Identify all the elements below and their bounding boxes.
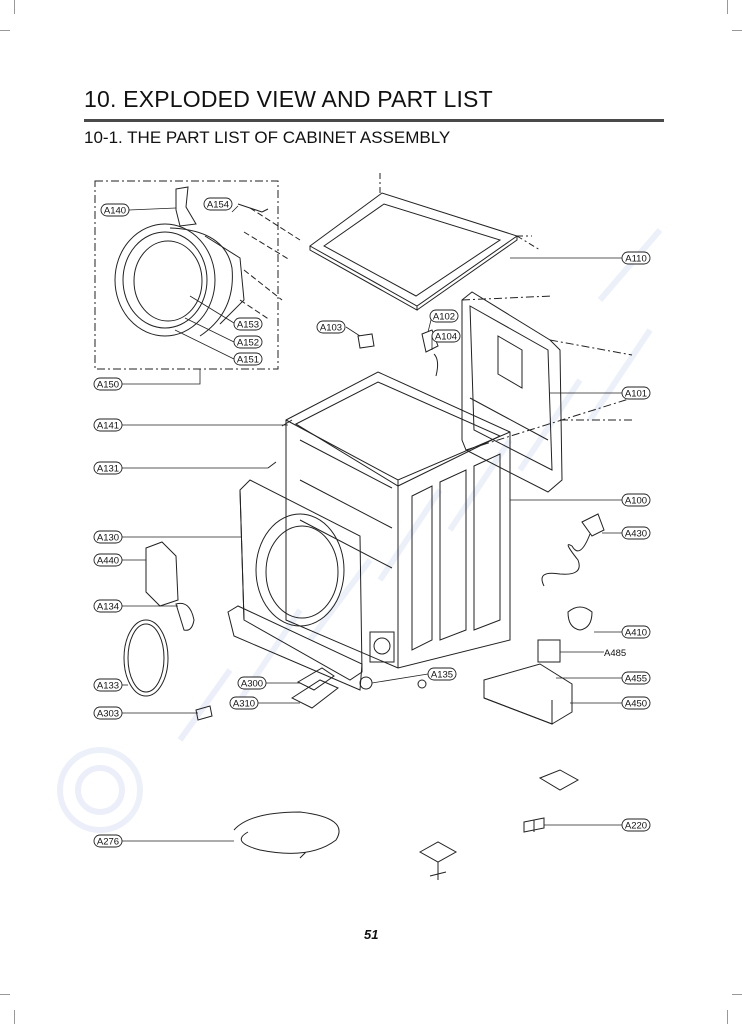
callout-a154: A154 <box>203 197 233 211</box>
svg-text:A410: A410 <box>625 628 647 639</box>
callout-a150: A150 <box>93 377 123 391</box>
inlet-hose <box>233 811 340 859</box>
callout-a440: A440 <box>93 553 123 567</box>
callout-a430: A430 <box>621 526 651 540</box>
callout-a276: A276 <box>93 834 123 848</box>
crop-mark <box>732 30 742 31</box>
crop-mark <box>14 1010 15 1024</box>
svg-text:A310: A310 <box>233 699 255 710</box>
callout-a140: A140 <box>100 203 130 217</box>
svg-text:A134: A134 <box>97 602 119 613</box>
callout-a303: A303 <box>93 706 123 720</box>
svg-text:A131: A131 <box>97 464 119 475</box>
svg-text:A150: A150 <box>97 380 119 391</box>
callout-a131: A131 <box>93 461 123 475</box>
pressure-switch <box>567 606 593 631</box>
svg-text:A103: A103 <box>320 323 342 334</box>
callout-a100: A100 <box>621 493 651 507</box>
svg-text:A455: A455 <box>625 674 647 685</box>
svg-text:A101: A101 <box>625 389 647 400</box>
callout-a300: A300 <box>237 676 267 690</box>
svg-text:A303: A303 <box>97 709 119 720</box>
crop-mark <box>727 1010 728 1024</box>
svg-text:A133: A133 <box>97 681 119 692</box>
svg-text:A110: A110 <box>625 254 646 265</box>
callout-a134: A134 <box>93 599 123 613</box>
filter-module <box>537 639 561 663</box>
callout-a151: A151 <box>233 352 263 366</box>
lower-cover <box>227 605 363 691</box>
door-lock <box>145 541 179 607</box>
callout-a455: A455 <box>621 671 651 685</box>
callout-a102: A102 <box>429 309 459 323</box>
svg-text:A430: A430 <box>625 529 647 540</box>
callout-a103: A103 <box>316 320 346 334</box>
door-ring <box>114 223 216 337</box>
adjustable-leg <box>523 817 545 833</box>
callout-a101: A101 <box>621 386 651 400</box>
crop-mark <box>0 30 10 31</box>
callout-a220: A220 <box>621 818 651 832</box>
svg-text:A104: A104 <box>435 332 457 343</box>
callout-a485: A485 <box>604 648 626 659</box>
svg-text:A450: A450 <box>625 699 647 710</box>
svg-text:A153: A153 <box>237 320 259 331</box>
svg-text:A100: A100 <box>625 496 647 507</box>
drain-plug <box>359 676 373 690</box>
svg-text:A440: A440 <box>97 556 119 567</box>
callout-a310: A310 <box>229 696 259 710</box>
callout-a110: A110 <box>621 251 651 265</box>
page-heading: 10. EXPLODED VIEW AND PART LIST <box>84 86 493 112</box>
crop-mark <box>727 0 728 14</box>
svg-text:A154: A154 <box>207 200 229 211</box>
crop-mark <box>0 994 10 995</box>
heading-rule <box>84 119 664 122</box>
svg-text:A151: A151 <box>237 355 259 366</box>
svg-text:A220: A220 <box>625 821 647 832</box>
crop-mark <box>14 0 15 14</box>
svg-text:A152: A152 <box>237 338 259 349</box>
callout-a141: A141 <box>93 418 123 432</box>
callout-a130: A130 <box>93 530 123 544</box>
svg-text:A135: A135 <box>431 670 453 681</box>
svg-text:A130: A130 <box>97 533 119 544</box>
callout-a104: A104 <box>431 329 461 343</box>
door-handle <box>175 602 195 631</box>
section-heading: 10-1. THE PART LIST OF CABINET ASSEMBLY <box>84 128 451 147</box>
callout-a153: A153 <box>233 317 263 331</box>
callout-a152: A152 <box>233 335 263 349</box>
crop-mark <box>732 994 742 995</box>
power-cord <box>541 513 605 587</box>
pump-cover <box>290 679 339 709</box>
main-cabinet <box>285 371 511 669</box>
svg-text:A141: A141 <box>97 421 119 432</box>
callout-a135: A135 <box>427 667 457 681</box>
bracket <box>538 769 580 791</box>
svg-text:A485: A485 <box>604 648 626 659</box>
svg-text:A276: A276 <box>97 837 119 848</box>
callout-a410: A410 <box>621 625 651 639</box>
svg-text:A140: A140 <box>104 206 126 217</box>
door-assembly-box <box>94 180 279 370</box>
door-hinge <box>175 186 197 227</box>
back-panel <box>461 291 563 493</box>
callout-a450: A450 <box>621 696 651 710</box>
page-number: 51 <box>364 927 379 942</box>
watermark <box>57 228 663 833</box>
svg-text:A300: A300 <box>241 679 263 690</box>
svg-text:A102: A102 <box>433 312 455 323</box>
leveling-foot <box>418 841 458 880</box>
gasket-ring <box>123 619 169 697</box>
callout-a133: A133 <box>93 678 123 692</box>
